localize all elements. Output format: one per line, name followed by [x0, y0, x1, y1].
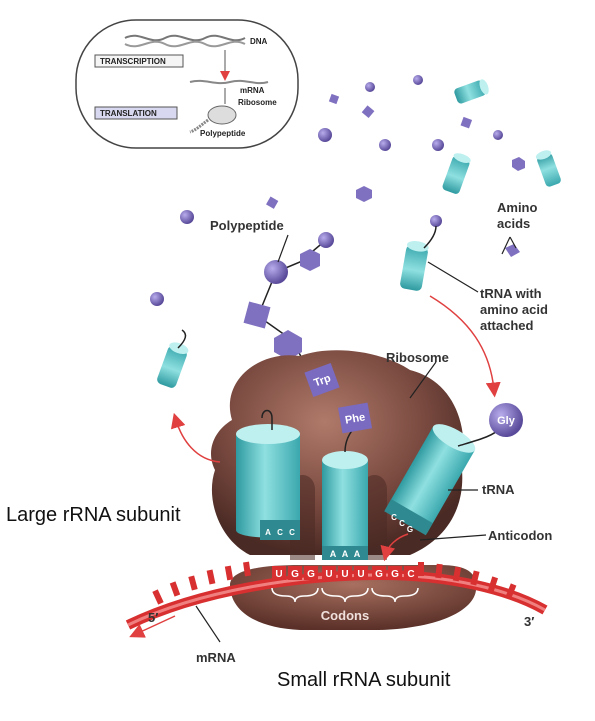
amino-acid-hexagon	[356, 186, 372, 202]
mrna-direction-arrow	[129, 615, 176, 638]
svg-text:Trp: Trp	[312, 372, 332, 389]
anticodon-base: C	[399, 519, 405, 528]
anticodon-base: A	[354, 549, 361, 559]
gly-ball: Gly	[489, 403, 523, 437]
five-prime-label: 5′	[148, 610, 158, 625]
phe-tag: Phe	[337, 402, 373, 434]
amino-acid-square	[361, 105, 375, 119]
codon-base: U	[341, 569, 348, 580]
codon-base: G	[307, 569, 315, 580]
trna-attached-label-2: amino acid	[480, 302, 548, 317]
amino-acid-ball	[318, 232, 334, 248]
codon-brace	[271, 587, 319, 603]
amino-acid-square	[266, 196, 279, 209]
codon-brace	[321, 587, 369, 603]
ribosome-label: Ribosome	[386, 350, 449, 365]
codon-base: G	[375, 569, 383, 580]
amino-acids-label-2: acids	[497, 216, 530, 231]
trna-attached-label-3: attached	[480, 318, 534, 333]
incoming-trna	[400, 225, 437, 291]
amino-acid-ball	[413, 75, 423, 85]
small-subunit-label: Small rRNA subunit	[277, 669, 451, 691]
anticodon-base: C	[277, 528, 283, 537]
amino-acid-ball	[493, 130, 503, 140]
polypeptide-chain	[243, 232, 363, 421]
trna-aminoacyl-site: C C G	[384, 424, 501, 536]
departing-trna	[157, 329, 189, 388]
codon-base: G	[391, 569, 399, 580]
inset-dna-label: DNA	[250, 37, 268, 46]
free-trna-top	[442, 79, 561, 194]
anticodon-base: C	[391, 513, 397, 522]
codon-base: C	[407, 569, 414, 580]
dna-helix-icon	[124, 34, 246, 42]
amino-acid-square	[243, 301, 271, 329]
large-subunit-label: Large rRNA subunit	[6, 504, 181, 526]
overview-inset: DNA TRANSCRIPTION mRNA TRANSLATION Ribos…	[75, 19, 299, 149]
codon-base: U	[275, 569, 282, 580]
amino-acid-square	[328, 93, 340, 105]
amino-acid-ball	[379, 139, 391, 151]
codon-base: U	[357, 569, 364, 580]
amino-acid-diamond	[505, 244, 520, 257]
trna-label: tRNA	[482, 482, 515, 497]
trna-exit-site: A C C	[236, 409, 300, 540]
three-prime-label: 3′	[524, 614, 534, 629]
amino-acid-hexagon	[512, 157, 525, 171]
codon-base: G	[291, 569, 299, 580]
pairing-arrow	[380, 533, 409, 562]
trna-peptidyl-site: A A A	[322, 425, 368, 560]
inset-mrna-strand	[189, 79, 269, 85]
anticodon-label: Anticodon	[488, 528, 552, 543]
svg-text:Gly: Gly	[497, 415, 516, 427]
inset-mrna-label: mRNA	[240, 86, 265, 95]
codon-brace	[371, 587, 419, 603]
trna-attached-label-1: tRNA with	[480, 286, 542, 301]
amino-acid-ball	[264, 260, 288, 284]
inset-polypeptide-label: Polypeptide	[200, 129, 246, 138]
anticodon-base: A	[330, 549, 337, 559]
inset-ribosome-label: Ribosome	[238, 98, 277, 107]
anticodon-base: A	[342, 549, 349, 559]
codon-base: U	[325, 569, 332, 580]
amino-acids-label-1: Amino	[497, 200, 538, 215]
exit-arrow	[170, 412, 221, 463]
anticodon-base: C	[289, 528, 295, 537]
incoming-arrow	[429, 295, 501, 398]
amino-acid-ball	[365, 82, 375, 92]
inset-ribosome-icon	[207, 105, 237, 125]
amino-acid-hexagon	[274, 330, 302, 360]
svg-text:Phe: Phe	[344, 411, 366, 426]
amino-acid-square	[460, 116, 473, 129]
polypeptide-label: Polypeptide	[210, 218, 284, 233]
mrna-label: mRNA	[196, 650, 236, 665]
trp-tag: Trp	[304, 362, 340, 398]
amino-acid-hexagon	[300, 249, 320, 271]
anticodon-base: G	[407, 525, 413, 534]
inset-transcription-label: TRANSCRIPTION	[100, 57, 166, 66]
anticodon-base: A	[265, 528, 271, 537]
amino-acid-ball	[432, 139, 444, 151]
amino-acid-ball	[180, 210, 194, 224]
inset-translation-label: TRANSLATION	[100, 109, 157, 118]
amino-acid-ball	[430, 215, 442, 227]
codon-row: U G G U U U G G C	[271, 566, 419, 603]
amino-acid-ball	[150, 292, 164, 306]
codons-label: Codons	[321, 608, 369, 623]
amino-acid-ball	[318, 128, 332, 142]
